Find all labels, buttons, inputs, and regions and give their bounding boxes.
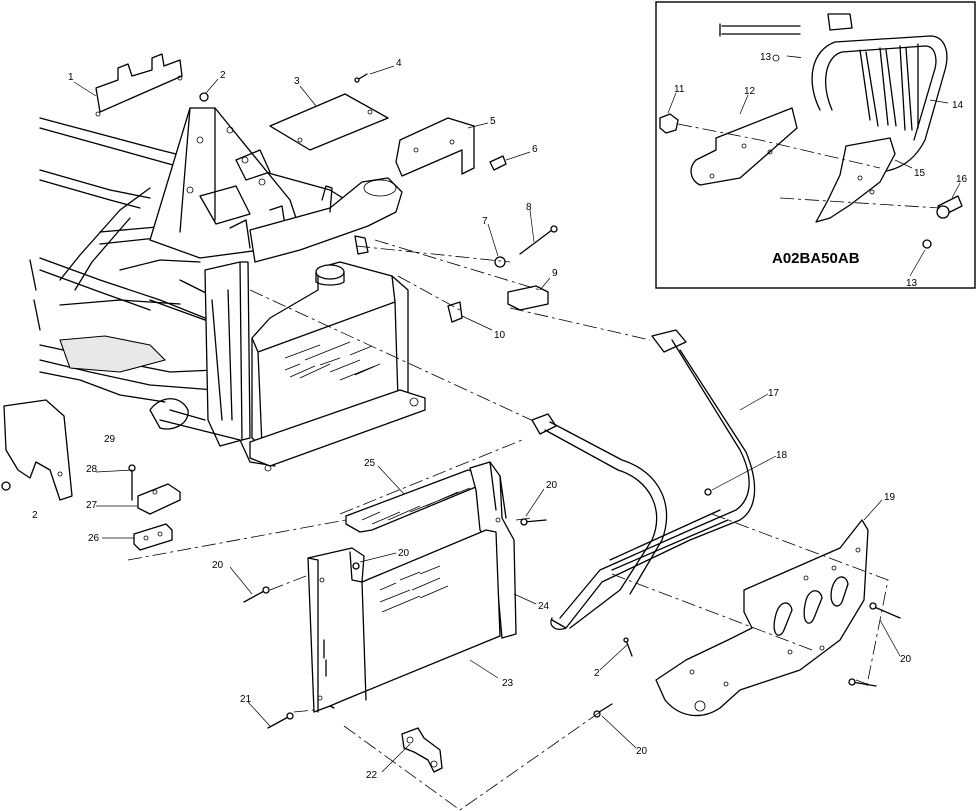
skid-plate: [593, 513, 901, 718]
callout-29: 29: [104, 434, 116, 445]
callout-leaders: [73, 65, 901, 773]
inset-callout-16: 16: [956, 174, 968, 185]
shelf-vent-pattern: [361, 487, 471, 525]
callout-20-left: 20: [212, 560, 224, 571]
callout-23: 23: [502, 678, 514, 689]
left-parts: [1, 399, 181, 551]
callout-2: 2: [220, 70, 226, 81]
top-parts: [95, 53, 651, 425]
callout-21: 21: [240, 694, 252, 705]
callout-1: 1: [68, 72, 74, 83]
callout-9: 9: [552, 268, 558, 279]
callout-19: 19: [884, 492, 896, 503]
front-bumper: [531, 329, 756, 630]
callout-labels: 1 2 3 4 5 6 7 8 9 10 17 18 19 29 28 27 2…: [32, 52, 968, 781]
callout-26: 26: [88, 533, 100, 544]
callout-27: 27: [86, 500, 98, 511]
callout-18: 18: [776, 450, 788, 461]
callout-8: 8: [526, 202, 532, 213]
inset-callout-12: 12: [744, 86, 756, 97]
callout-2-lower: 2: [594, 668, 600, 679]
lower-panels: [127, 439, 601, 811]
inset-callout-13-top: 13: [760, 52, 772, 63]
callout-22: 22: [366, 770, 378, 781]
inset-panel: A02BA50AB: [655, 1, 976, 289]
battery-box-assembly: [249, 261, 426, 472]
callout-6: 6: [532, 144, 538, 155]
callout-28: 28: [86, 464, 98, 475]
callout-7: 7: [482, 216, 488, 227]
callout-2-left: 2: [32, 510, 38, 521]
callout-20-mid: 20: [398, 548, 410, 559]
inset-callout-11: 11: [674, 84, 685, 95]
callout-24: 24: [538, 601, 550, 612]
callout-4: 4: [396, 58, 402, 69]
callout-5: 5: [490, 116, 496, 127]
battery-label-graphic: [284, 341, 381, 381]
inset-callout-15: 15: [914, 168, 926, 179]
callout-3: 3: [294, 76, 300, 87]
callout-25: 25: [364, 458, 376, 469]
panel-vent-pattern: [379, 565, 449, 613]
callout-17: 17: [768, 388, 780, 399]
chassis-frame: [29, 107, 403, 467]
inset-callout-14: 14: [952, 100, 964, 111]
callout-10: 10: [494, 330, 506, 341]
callout-20-top: 20: [546, 480, 558, 491]
callout-20-right: 20: [900, 654, 912, 665]
callout-20-bottom: 20: [636, 746, 648, 757]
inset-callout-13-bottom: 13: [906, 278, 918, 289]
inset-code-label: A02BA50AB: [772, 250, 860, 267]
